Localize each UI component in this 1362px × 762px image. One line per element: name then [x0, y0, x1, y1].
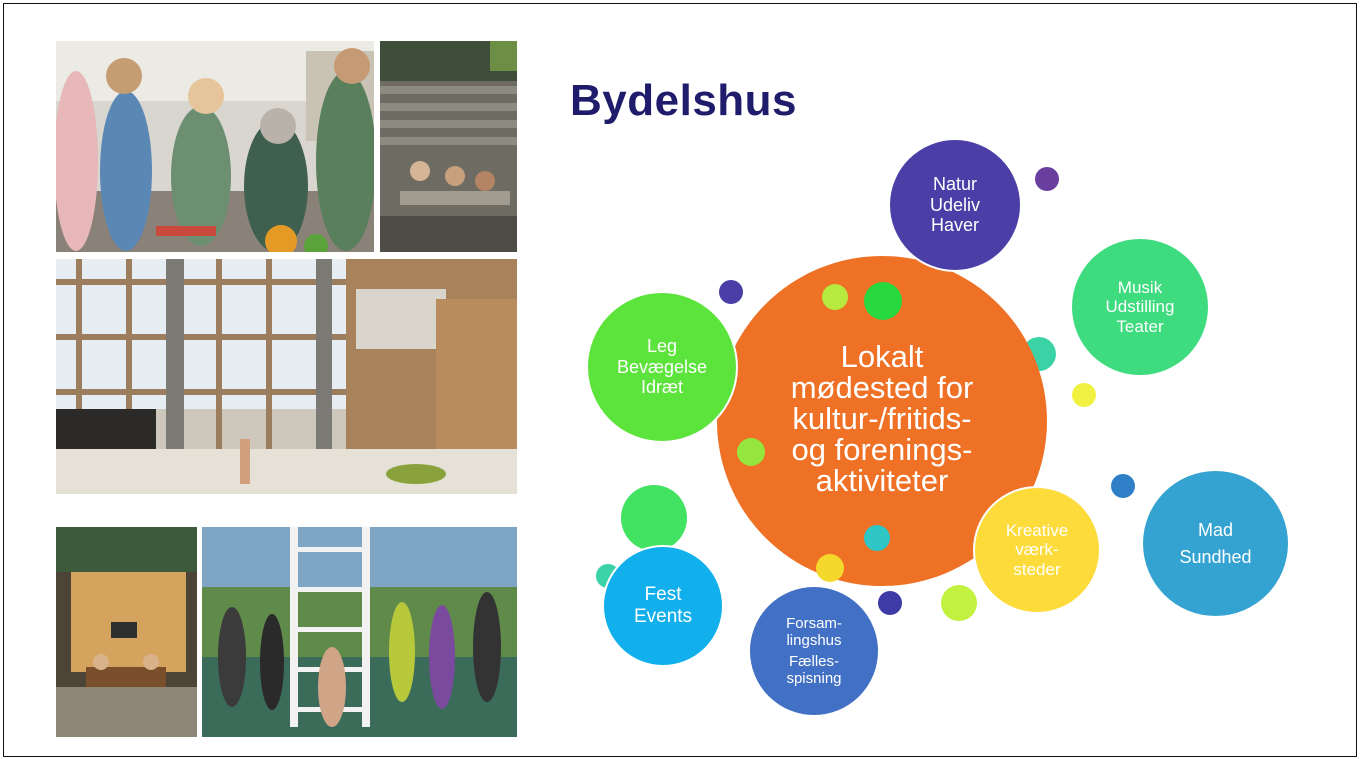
bubble-label: Kreative — [1005, 520, 1069, 540]
center-line: kultur-/fritids- — [792, 400, 972, 436]
lime-dot — [941, 585, 977, 621]
bubble-label: værk- — [1015, 540, 1059, 560]
bubble-label: Natur — [932, 173, 977, 194]
bubble-label: Leg — [646, 335, 678, 356]
bubble-mad: Mad Sundhed — [1143, 471, 1288, 616]
bubble-label: Mad — [1197, 519, 1233, 540]
cooking-workshop-photo — [56, 41, 374, 252]
bubble-label: Bevægelse — [616, 356, 708, 377]
bubble-label: Fest — [644, 584, 682, 606]
bubble-label: Events — [633, 606, 693, 627]
green-dot — [864, 282, 902, 320]
center-line: Lokalt — [840, 338, 924, 374]
meeting-room-photo — [56, 527, 197, 737]
yellow-dot — [816, 554, 844, 582]
bubble-label: Teater — [1116, 316, 1164, 336]
slide-title: Bydelshus — [570, 76, 798, 125]
yellow-dot — [1072, 383, 1096, 407]
purple-dot — [1035, 167, 1059, 191]
bubble-label: steder — [1013, 559, 1061, 579]
bubble-musik: Musik Udstilling Teater — [1072, 239, 1208, 375]
slide: Bydelshus Lokalt mødested for kultur-/fr… — [3, 3, 1357, 757]
lime-dot — [822, 284, 848, 310]
bubble-label: Udstilling — [1105, 297, 1175, 317]
purple-dot — [719, 280, 743, 304]
green-dot — [621, 485, 687, 551]
atrium-hall-photo — [56, 259, 517, 494]
center-line: aktiviteter — [815, 462, 949, 498]
bubble-label: Idræt — [640, 377, 683, 398]
cyan-dot — [864, 525, 890, 551]
bubble-label: Forsam- — [786, 614, 842, 632]
blue-dot — [1111, 474, 1135, 498]
bubble-label: Haver — [930, 215, 979, 236]
navy-dot — [878, 591, 902, 615]
bubble-label: spisning — [786, 670, 842, 688]
bubble-forsamling: Forsam- lingshus Fælles- spisning — [748, 585, 880, 717]
bubble-label: Musik — [1117, 277, 1163, 297]
bubble-kreative: Kreative værk- steder — [973, 486, 1101, 614]
bubble-fest: Fest Events — [602, 545, 724, 667]
bubble-natur: Natur Udeliv Haver — [888, 138, 1022, 272]
bubble-label: Fælles- — [788, 653, 839, 670]
bubble-label: Udeliv — [929, 194, 981, 215]
bubble-label: Sundhed — [1179, 546, 1252, 567]
center-bubble-text: Lokalt mødested for kultur-/fritids- og … — [791, 341, 974, 496]
bubble-label: lingshus — [786, 631, 842, 649]
center-line: og forenings- — [791, 431, 973, 467]
outdoor-training-photo — [202, 527, 517, 737]
lime-dot — [737, 438, 765, 466]
outdoor-stairs-photo — [380, 41, 517, 252]
bubble-leg: Leg Bevægelse Idræt — [586, 291, 738, 443]
center-line: mødested for — [790, 369, 974, 405]
